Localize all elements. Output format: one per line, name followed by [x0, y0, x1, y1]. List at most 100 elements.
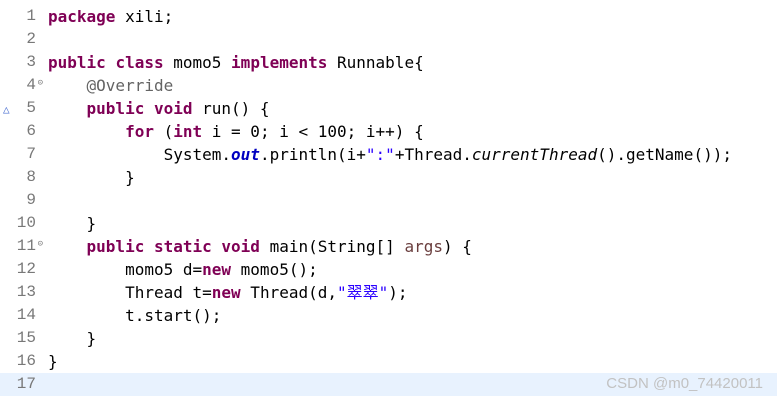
line-gutter: 15	[0, 327, 44, 350]
line-number: 7	[26, 145, 36, 163]
line-number: 17	[16, 375, 36, 393]
fold-collapse-icon[interactable]: ⊝	[37, 239, 43, 249]
code-token	[48, 99, 87, 118]
code-line[interactable]: 8 }	[0, 166, 777, 189]
code-line[interactable]: 11⊝ public static void main(String[] arg…	[0, 235, 777, 258]
code-line[interactable]: 9	[0, 189, 777, 212]
code-line[interactable]: 2	[0, 28, 777, 51]
code-token: ":"	[365, 145, 395, 164]
code-token: Thread(d,	[240, 283, 337, 302]
code-line[interactable]: 7 System.out.println(i+":"+Thread.curren…	[0, 143, 777, 166]
code-token: implements	[231, 53, 328, 72]
code-line[interactable]: 16}	[0, 350, 777, 373]
code-line[interactable]: 13 Thread t=new Thread(d,"翠翠");	[0, 281, 777, 304]
code-token: );	[388, 283, 408, 302]
code-token: Runnable{	[327, 53, 424, 72]
code-line[interactable]: 4⊝ @Override	[0, 74, 777, 97]
code-token: Thread t=	[48, 283, 212, 302]
code-text: }	[48, 350, 58, 373]
code-token: public	[86, 99, 145, 118]
code-line[interactable]: 14 t.start();	[0, 304, 777, 327]
line-gutter: 11⊝	[0, 235, 44, 258]
code-text: public static void main(String[] args) {	[48, 235, 472, 258]
line-gutter: 12	[0, 258, 44, 281]
line-number: 16	[16, 352, 36, 370]
line-number: 1	[26, 7, 36, 25]
line-gutter: 8	[0, 166, 44, 189]
code-token: main(String[]	[259, 237, 405, 256]
code-token: momo5();	[231, 260, 318, 279]
code-token: @Override	[86, 76, 174, 95]
line-gutter: 16	[0, 350, 44, 373]
code-token	[48, 122, 125, 141]
code-token: t.start();	[48, 306, 222, 325]
code-text: }	[48, 166, 135, 189]
line-gutter: 13	[0, 281, 44, 304]
code-text: }	[48, 212, 97, 235]
override-marker-icon[interactable]: △	[3, 103, 10, 116]
code-text: momo5 d=new momo5();	[48, 258, 318, 281]
code-line[interactable]: 15 }	[0, 327, 777, 350]
code-line[interactable]: 1 package xili;	[0, 5, 777, 28]
code-line[interactable]: 17	[0, 373, 777, 396]
code-text: t.start();	[48, 304, 221, 327]
code-token: new	[202, 260, 232, 279]
code-token: System.	[48, 145, 232, 164]
code-token: }	[48, 214, 97, 233]
line-gutter: 5△	[0, 97, 44, 120]
line-gutter: 14	[0, 304, 44, 327]
code-token: package	[48, 7, 116, 26]
line-number: 2	[26, 30, 36, 48]
code-token	[106, 53, 116, 72]
code-token: void	[221, 237, 260, 256]
code-token: class	[115, 53, 164, 72]
code-text: @Override	[48, 74, 174, 97]
line-gutter: 9	[0, 189, 44, 212]
code-token	[48, 237, 87, 256]
code-token: }	[48, 168, 135, 187]
code-token: new	[211, 283, 241, 302]
line-gutter: 10	[0, 212, 44, 235]
line-gutter: 6	[0, 120, 44, 143]
code-token: momo5 d=	[48, 260, 203, 279]
code-token: ().getName());	[597, 145, 732, 164]
code-token: args	[404, 237, 443, 256]
code-token	[48, 76, 87, 95]
code-text: System.out.println(i+":"+Thread.currentT…	[48, 143, 732, 166]
code-token: currentThread	[471, 145, 598, 164]
code-token: (	[153, 122, 174, 141]
code-token	[212, 237, 222, 256]
line-number: 10	[16, 214, 36, 232]
code-token	[144, 237, 154, 256]
code-token: public	[86, 237, 145, 256]
code-token: run() {	[192, 99, 270, 118]
line-number: 12	[16, 260, 36, 278]
line-number: 15	[16, 329, 36, 347]
line-gutter: 17	[0, 373, 44, 396]
code-token: static	[153, 237, 212, 256]
code-token: "翠翠"	[337, 283, 389, 302]
line-number: 4	[26, 76, 36, 94]
line-gutter: 7	[0, 143, 44, 166]
code-token: +Thread.	[394, 145, 472, 164]
line-gutter: 3	[0, 51, 44, 74]
code-token: }	[48, 329, 97, 348]
code-text: package xili;	[48, 5, 173, 28]
code-text: public class momo5 implements Runnable{	[48, 51, 424, 74]
line-number: 9	[26, 191, 36, 209]
line-number: 14	[16, 306, 36, 324]
code-text: Thread t=new Thread(d,"翠翠");	[48, 281, 408, 304]
line-number: 13	[16, 283, 36, 301]
code-token: i = 0; i < 100; i++) {	[202, 122, 424, 141]
code-text: for (int i = 0; i < 100; i++) {	[48, 120, 424, 143]
code-text: public void run() {	[48, 97, 270, 120]
fold-collapse-icon[interactable]: ⊝	[37, 78, 43, 88]
code-line[interactable]: 12 momo5 d=new momo5();	[0, 258, 777, 281]
line-gutter: 2	[0, 28, 44, 51]
code-line[interactable]: 5△ public void run() {	[0, 97, 777, 120]
code-line[interactable]: 6 for (int i = 0; i < 100; i++) {	[0, 120, 777, 143]
code-line[interactable]: 10 }	[0, 212, 777, 235]
code-token: ) {	[442, 237, 472, 256]
